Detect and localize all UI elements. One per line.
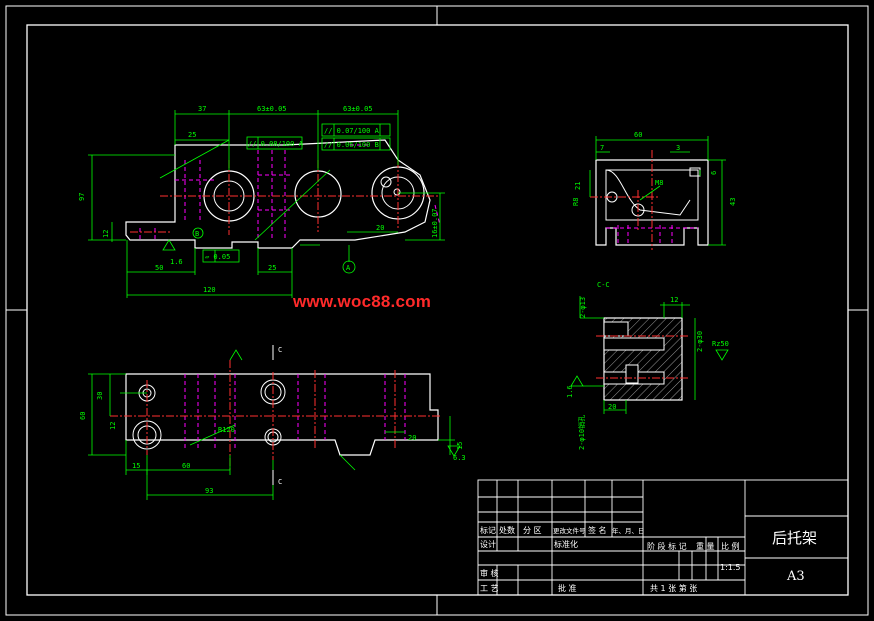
front-view-outline: [125, 139, 431, 249]
top-dim-15b: 15: [456, 442, 464, 450]
side-view: 60 7 3 21 6 43 M8 R8: [572, 131, 737, 250]
section-dim-12: 12: [670, 296, 678, 304]
tb-process: 工 艺: [480, 584, 499, 593]
top-dim-93: 93: [205, 487, 213, 495]
top-dim-20: 20: [408, 434, 416, 442]
tb-header-1: 处数: [499, 525, 515, 535]
front-datum-a: A: [346, 264, 351, 272]
side-dim-r8: R8: [572, 198, 580, 206]
watermark[interactable]: www.woc88.com: [293, 292, 432, 311]
tb-header-2: 分 区: [523, 526, 542, 535]
tb-scale-label: 比 例: [721, 541, 740, 551]
section-dim-30: 2-φ30: [696, 331, 704, 352]
section-dim-13: 2-φ13: [579, 297, 587, 318]
side-dim-60: 60: [634, 131, 642, 139]
side-dim-21: 21: [574, 182, 582, 190]
front-dim-20: 20: [376, 224, 384, 232]
front-dim-63b: 63±0.05: [343, 105, 373, 113]
section-dim-16: 1.6: [566, 385, 574, 398]
tb-scale-value: 1:1.5: [720, 563, 741, 572]
tb-header-5: 年、月、日: [612, 526, 645, 535]
front-roughness: 1.6: [170, 258, 183, 266]
top-dim-15: 15: [132, 462, 140, 470]
side-dim-6: 6: [710, 171, 718, 175]
front-dim-37: 37: [198, 105, 206, 113]
front-dim-12: 12: [102, 230, 110, 238]
drawing-frame: [5, 5, 869, 616]
front-view: 37 63±0.05 63±0.05 25 // 0.08/100 A // 0…: [78, 105, 445, 298]
tb-weight: 重 量: [696, 541, 715, 551]
top-dim-12: 12: [109, 422, 117, 430]
section-view: C-C 12 20 2-φ13 2-φ30 Rz50 1.6 2-φ10销孔: [566, 281, 729, 450]
tb-header-4: 签 名: [588, 525, 607, 535]
top-dim-60b: 60: [182, 462, 190, 470]
front-dim-97: 97: [78, 193, 86, 201]
tb-sheets: 共 1 张 第 张: [650, 583, 697, 593]
section-label: C-C: [597, 281, 610, 289]
top-dim-r: R120: [218, 426, 235, 434]
front-dim-120: 120: [203, 286, 216, 294]
part-title: 后托架: [772, 529, 817, 547]
top-roughness: 6.3: [453, 454, 466, 462]
tb-header-0: 标记: [480, 525, 496, 535]
cut-c-bottom: C: [278, 478, 282, 486]
top-dim-30: 30: [96, 392, 104, 400]
tb-design: 设计: [480, 539, 496, 549]
tb-review: 审 核: [480, 568, 499, 578]
front-datum-b: B: [195, 230, 199, 238]
side-dim-7: 7: [600, 144, 604, 152]
front-tol-3: // 0.06/100 B: [324, 141, 379, 149]
front-dim-50: 50: [155, 264, 163, 272]
side-dim-m8: M8: [655, 179, 663, 187]
top-view: 60 30 15 60 93 12 20 R120 6.3 15 C C: [79, 345, 466, 500]
cut-c-top: C: [278, 346, 282, 354]
front-dim-25b: 25: [268, 264, 276, 272]
tb-approve: 批 准: [558, 583, 577, 593]
side-dim-3: 3: [676, 144, 680, 152]
top-dim-60: 60: [79, 412, 87, 420]
tb-standardization: 标准化: [554, 539, 578, 549]
title-block-text: 标记 处数 分 区 更改文件号 签 名 年、月、日 设计 标准化 阶 段 标 记…: [480, 525, 817, 593]
section-dim-20: 20: [608, 403, 616, 411]
sheet-size: A3: [786, 569, 805, 584]
front-flatness: ▱ 0.05: [205, 253, 230, 261]
tb-header-3: 更改文件号: [553, 526, 586, 535]
front-dim-63a: 63±0.05: [257, 105, 287, 113]
front-dim-16: 16±0.07: [431, 208, 439, 238]
front-tol-1: // 0.08/100 A: [248, 140, 304, 148]
title-block: [477, 479, 849, 596]
front-tol-2: // 0.07/100 A: [324, 127, 380, 135]
section-dim-2x: 2-φ10销孔: [577, 415, 586, 450]
front-dim-25: 25: [188, 131, 196, 139]
side-dim-43: 43: [729, 198, 737, 206]
tb-stage-mark: 阶 段 标 记: [647, 541, 687, 551]
section-dim-rz: Rz50: [712, 340, 729, 348]
